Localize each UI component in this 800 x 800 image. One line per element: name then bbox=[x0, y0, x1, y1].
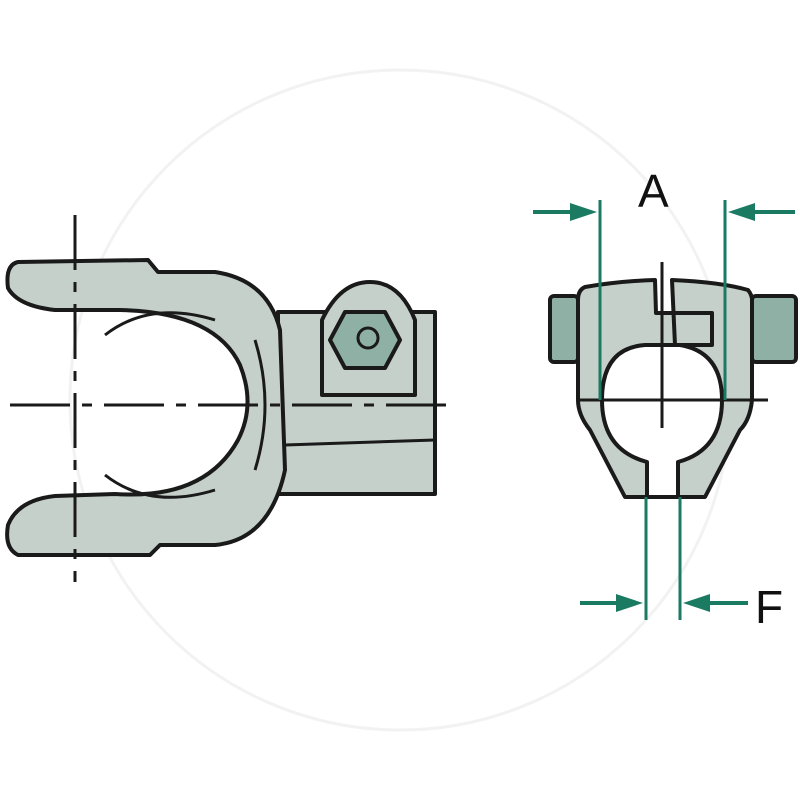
arrow-right-icon bbox=[616, 594, 643, 612]
bolt-head-left bbox=[548, 294, 580, 364]
fork-edge-lower bbox=[104, 473, 216, 499]
nut-right bbox=[750, 294, 798, 364]
hub-edge bbox=[284, 438, 436, 447]
dimension-label-f: F bbox=[755, 581, 784, 633]
dimension-f bbox=[580, 497, 748, 620]
yoke-front-view bbox=[548, 262, 798, 499]
yoke-fork bbox=[5, 258, 287, 557]
fork-edge-inner bbox=[253, 339, 267, 471]
hex-nut-icon bbox=[328, 310, 402, 370]
yoke-side-view bbox=[5, 215, 450, 582]
arrow-left-icon bbox=[683, 594, 710, 612]
dimension-label-a: A bbox=[638, 165, 669, 217]
arrow-left-icon bbox=[728, 203, 755, 221]
fork-edge-upper bbox=[104, 311, 216, 337]
bolt-end bbox=[356, 326, 380, 350]
arrow-right-icon bbox=[570, 203, 597, 221]
dimension-a bbox=[533, 200, 795, 400]
